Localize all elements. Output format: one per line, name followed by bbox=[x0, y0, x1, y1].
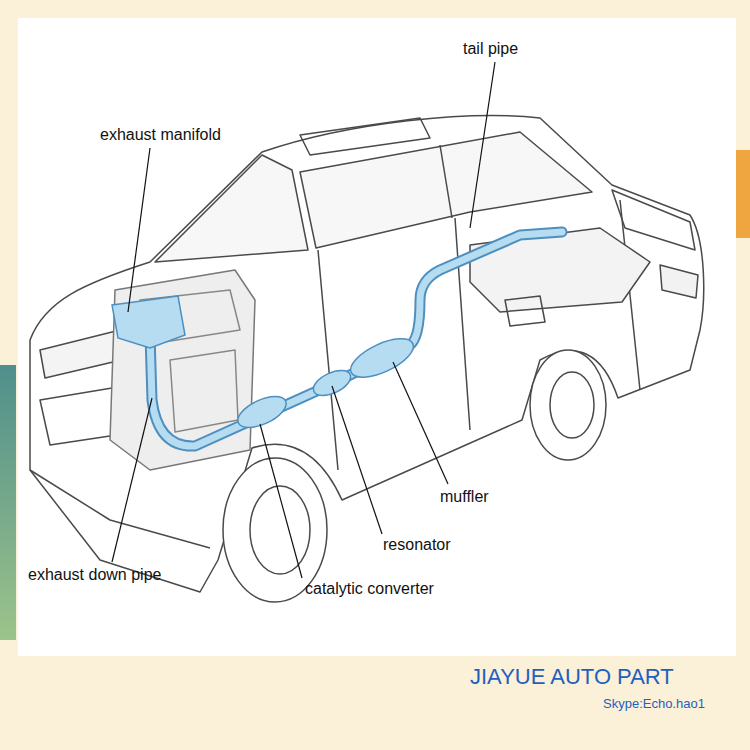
picture-panel bbox=[18, 18, 736, 656]
bumper-line bbox=[30, 470, 210, 548]
part-label: resonator bbox=[383, 536, 451, 554]
exhaust-system bbox=[112, 232, 562, 446]
part-label: exhaust down pipe bbox=[28, 566, 161, 584]
car-drawing bbox=[30, 116, 704, 602]
wheel-rim bbox=[550, 372, 594, 438]
exhaust-manifold bbox=[112, 296, 185, 348]
muffler bbox=[345, 331, 418, 385]
rear-wheel bbox=[530, 350, 606, 460]
resonator bbox=[310, 365, 355, 400]
leader-line bbox=[112, 398, 152, 562]
leader-line bbox=[332, 386, 382, 534]
exhaust-pipe bbox=[150, 232, 562, 446]
contact-note: Skype:Echo.hao1 bbox=[603, 697, 705, 712]
car-body bbox=[30, 116, 704, 592]
leader-line bbox=[260, 424, 302, 578]
part-label: tail pipe bbox=[463, 40, 518, 58]
catalytic-converter bbox=[233, 390, 290, 434]
company-name: JIAYUE AUTO PART bbox=[470, 664, 674, 689]
door-pillar bbox=[440, 145, 452, 218]
exhaust-pipe bbox=[150, 232, 562, 446]
side-band bbox=[736, 150, 750, 238]
leader-line bbox=[470, 62, 495, 228]
side-band bbox=[0, 365, 16, 640]
windshield bbox=[155, 155, 308, 262]
part-label: muffler bbox=[440, 488, 489, 506]
part-label: catalytic converter bbox=[305, 580, 434, 598]
leader-line bbox=[393, 362, 448, 484]
sunroof bbox=[300, 118, 430, 155]
part-label: exhaust manifold bbox=[100, 126, 221, 144]
trunk-lid bbox=[612, 190, 695, 250]
tail-light bbox=[660, 265, 698, 298]
leader-line bbox=[128, 148, 150, 312]
tank-bracket bbox=[505, 296, 545, 326]
